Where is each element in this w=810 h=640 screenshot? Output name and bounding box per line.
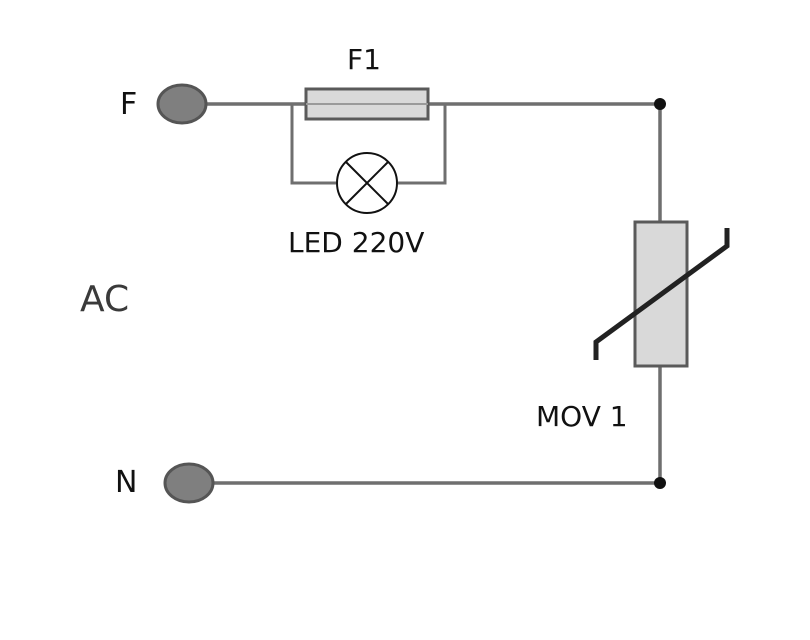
phase-terminal-label: F bbox=[120, 87, 137, 122]
source-label: AC bbox=[80, 279, 129, 320]
neutral-terminal-label: N bbox=[115, 465, 137, 500]
neutral-terminal bbox=[163, 462, 215, 504]
lamp-label: LED 220V bbox=[288, 226, 424, 259]
fuse-label: F1 bbox=[347, 43, 381, 76]
lamp-bypass-left bbox=[290, 102, 336, 185]
varistor-symbol bbox=[593, 220, 730, 368]
lamp-icon bbox=[336, 152, 398, 214]
lamp-bypass-right bbox=[398, 102, 447, 185]
junction-top bbox=[654, 98, 666, 110]
phase-terminal bbox=[156, 83, 208, 125]
varistor-label: MOV 1 bbox=[536, 400, 628, 433]
junction-bottom bbox=[654, 477, 666, 489]
